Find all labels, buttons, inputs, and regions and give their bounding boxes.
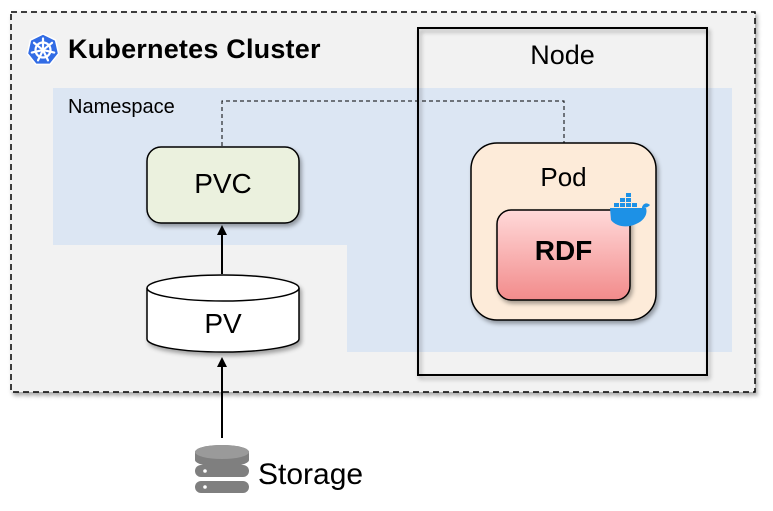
database-stack-icon (195, 445, 249, 493)
rdf-label: RDF (534, 235, 593, 266)
rdf-container-box (496, 209, 631, 301)
pv-cylinder (146, 274, 300, 353)
cluster-title: Kubernetes Cluster (68, 34, 321, 64)
node-label: Node (530, 40, 595, 70)
pvc-label: PVC (194, 168, 252, 199)
namespace-label: Namespace (68, 96, 175, 118)
helm-spoke (36, 51, 44, 62)
helm-spoke (42, 51, 50, 62)
docker-whale-icon (610, 193, 650, 227)
storage-label: Storage (258, 458, 364, 491)
pvc-pod-link (221, 100, 565, 146)
pv-label: PV (204, 308, 242, 339)
pvc-box (146, 146, 300, 224)
helm-spoke (30, 49, 42, 54)
node-box (417, 27, 708, 376)
pod-label: Pod (540, 162, 587, 192)
kubernetes-helm-icon (26, 33, 60, 66)
helm-spoke (32, 41, 43, 50)
helm-spoke (43, 41, 54, 50)
helm-spoke (44, 49, 56, 54)
